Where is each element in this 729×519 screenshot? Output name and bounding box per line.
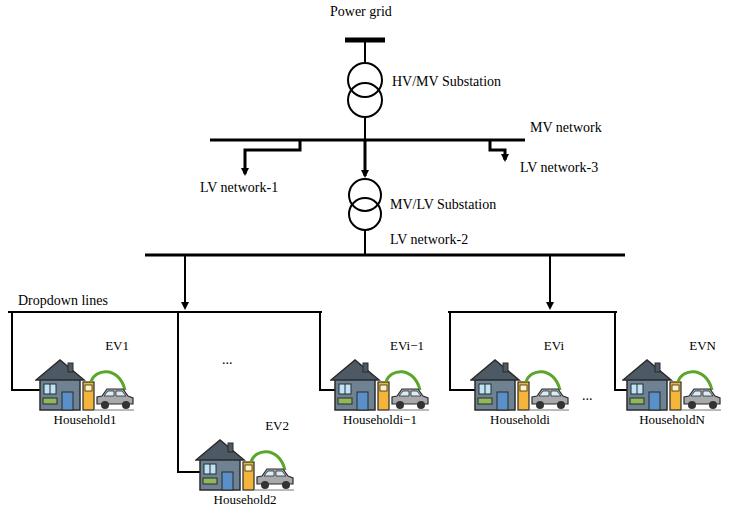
household-label: Household1 — [35, 412, 135, 428]
grid-label: Power grid — [330, 4, 392, 20]
household-node: EV1Household1 — [35, 338, 135, 428]
household-node: EV2Household2 — [195, 418, 295, 508]
mv-bus — [210, 139, 525, 142]
transformer-symbol — [349, 198, 381, 230]
ev-label: EV1 — [35, 338, 135, 354]
ev-label: EVi — [470, 338, 570, 354]
ev-label: EV2 — [195, 418, 295, 434]
dropdown-bar — [448, 311, 617, 313]
household-node: EViHouseholdi — [470, 338, 570, 428]
transformer-symbol — [349, 179, 381, 211]
household-label: Householdi−1 — [330, 412, 430, 428]
household-icon — [622, 354, 722, 412]
household-node: EVN HouseholdN — [622, 338, 722, 428]
household-icon — [470, 354, 570, 412]
household-label: HouseholdN — [622, 412, 722, 428]
household-icon — [35, 354, 135, 412]
transformer-symbol — [348, 63, 382, 97]
household-icon — [330, 354, 430, 412]
ellipsis: ... — [582, 388, 593, 404]
household-label: Householdi — [470, 412, 570, 428]
network-label: LV network-1 — [200, 180, 278, 196]
ev-label: EVN — [622, 338, 722, 354]
dropdown-bar — [8, 311, 322, 313]
ev-label: EVi−1 — [330, 338, 430, 354]
network-label: LV network-2 — [390, 232, 468, 248]
lv-bus — [145, 254, 625, 257]
household-label: Household2 — [195, 492, 295, 508]
dropdown-label: Dropdown lines — [18, 293, 108, 309]
ellipsis: ... — [222, 352, 233, 368]
network-label: LV network-3 — [520, 160, 598, 176]
substation-label: MV/LV Substation — [390, 197, 496, 213]
transformer-symbol — [348, 83, 382, 117]
substation-label: HV/MV Substation — [392, 74, 501, 90]
network-label: MV network — [530, 120, 602, 136]
household-node: EVi−1Householdi−1 — [330, 338, 430, 428]
household-icon — [195, 434, 295, 492]
